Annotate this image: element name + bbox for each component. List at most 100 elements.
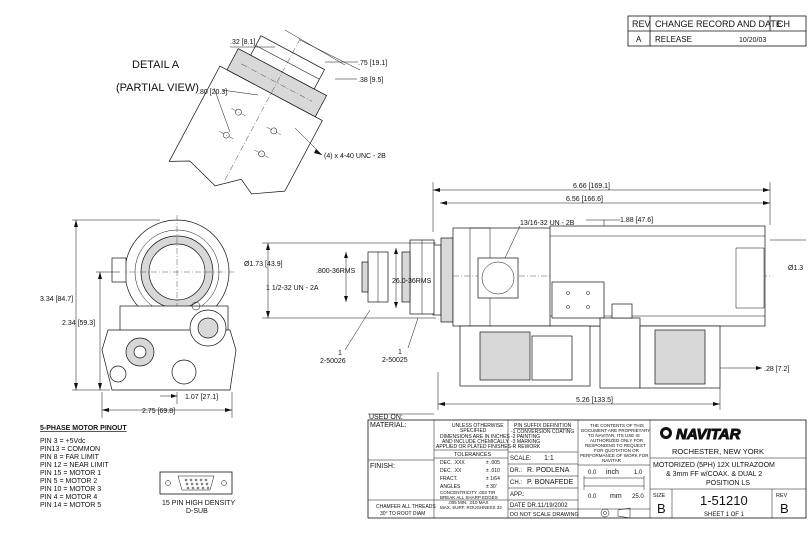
- dr-value: R. PODLENA: [527, 467, 570, 474]
- pin-line-2: PIN 8 = FAR LIMIT: [40, 454, 100, 461]
- chamfer-line-2: 30° TO ROOT DIAM: [380, 511, 425, 517]
- dim-234: 2.34 [59.3]: [62, 320, 95, 327]
- connector-label-1: 15 PIN HIGH DENSITY: [162, 500, 235, 507]
- dim-28: .28 [7.2]: [764, 366, 789, 373]
- dim-overall: 6.66 [169.1]: [573, 183, 610, 190]
- pin-line-3: PIN 12 = NEAR LIMIT: [40, 462, 109, 469]
- detail-thread-callout: (4) x 4-40 UNC - 2B: [324, 153, 386, 160]
- part-title-1: MOTORIZED (5PH) 12X ULTRAZOOM: [653, 462, 775, 469]
- note-line-0: UNLESS OTHERWISE: [452, 423, 504, 429]
- dsub-connector-icon: [159, 471, 233, 495]
- dim-107: 1.07 [27.1]: [185, 394, 218, 401]
- prop-line-6: PERFORMANCE OF WORK FOR: [580, 453, 649, 458]
- pin-line-8: PIN 14 = MOTOR 5: [40, 502, 101, 509]
- scale-label: SCALE:: [510, 456, 532, 462]
- rev-row-rev: A: [636, 35, 642, 44]
- tol-val-2: ± 1/64: [486, 476, 500, 482]
- suffix-line-0: PIN SUFFIX DEFINITION: [514, 423, 572, 429]
- size-label: SIZE: [653, 493, 666, 499]
- tol-val-1: ± .010: [486, 468, 500, 474]
- part-a-number: 2-50026: [320, 358, 346, 365]
- pin-line-7: PIN 4 = MOTOR 4: [40, 494, 97, 501]
- conc-line-0: CONCENTRICITY .003 TIR: [440, 490, 496, 495]
- conc-line-1: BREAK ALL SHARP EDGES: [440, 495, 498, 500]
- part-a-qty: 1: [338, 350, 342, 357]
- prop-line-7: NAVITAR: [602, 458, 622, 463]
- material-label: MATERIAL:: [370, 422, 406, 429]
- chamfer-line-1: CHAMFER ALL THREADS: [376, 504, 436, 510]
- change-header: CHANGE RECORD AND DATE: [655, 19, 782, 29]
- dim-275: 2.75 [69.8]: [142, 408, 175, 415]
- app-label: APP.:: [510, 492, 525, 498]
- detail-dim-38: .38 [9.5]: [358, 77, 383, 84]
- dim-188: 1.88 [47.6]: [620, 217, 653, 224]
- mm-scale-end: 25.0: [632, 494, 644, 500]
- note-line-2: DIMENSIONS ARE IN INCHES: [440, 434, 510, 440]
- pin-line-6: PIN 10 = MOTOR 3: [40, 486, 101, 493]
- tolerances-label: TOLERANCES: [454, 452, 492, 458]
- note-line-3: AND INCLUDE CHEMICALLY: [442, 439, 510, 445]
- mm-scale-unit: mm: [610, 493, 622, 500]
- navitar-logo: NAVITAR: [660, 426, 741, 444]
- suffix-line-3: -3 MARKING: [511, 439, 540, 445]
- pin-line-1: PIN13 = COMMON: [40, 446, 100, 453]
- third-angle-projection-icon: [600, 507, 631, 519]
- dia-173: Ø1.73 [43.9]: [244, 261, 283, 268]
- prop-line-2: TO NAVITAR, ITS USE IS: [588, 433, 640, 438]
- location: ROCHESTER, NEW YORK: [672, 447, 764, 456]
- pinout-section: 5-PHASE MOTOR PINOUT PIN 3 = +5Vdc PIN13…: [40, 425, 235, 515]
- front-view: 3.34 [84.7] 2.34 [59.3] 1.07 [27.1] 2.75…: [40, 215, 237, 418]
- side-view: 6.66 [169.1] 6.56 [166.6]: [432, 182, 806, 410]
- finish-label: FINISH:: [370, 463, 395, 470]
- rev-value: B: [780, 501, 789, 516]
- note-line-4: APPLIED OR PLATED FINISHES: [436, 444, 512, 450]
- ch-header: CH: [777, 19, 790, 29]
- drawing-number: 1-51210: [700, 493, 748, 508]
- detail-dim-75: .75 [19.1]: [358, 60, 387, 67]
- rev-label: REV: [776, 493, 788, 499]
- part-title-3: POSITION LS: [706, 480, 750, 487]
- rev-row-date: 10/20/03: [739, 37, 766, 44]
- note-line-1: SPECIFIED: [460, 428, 487, 434]
- sheet-number: SHEET 1 OF 1: [704, 512, 745, 518]
- dim-length-2: 6.56 [166.6]: [566, 196, 603, 203]
- pin-line-4: PIN 15 = MOTOR 1: [40, 470, 101, 477]
- detail-dim-80: .80 [20.3]: [198, 89, 227, 96]
- prop-line-5: FOR QUOTATION OR: [594, 448, 640, 453]
- date-value: 11/19/2002: [538, 503, 568, 509]
- tol-key-0: DEC. .XXX: [440, 460, 465, 466]
- thread-1316-callout: 13/16-32 UN - 2B: [520, 220, 575, 227]
- rev-row-change: RELEASE: [655, 35, 692, 44]
- title-block: USED ON: MATERIAL: FINISH: CHAMFER ALL T…: [367, 413, 807, 519]
- prop-line-4: RESPONDING TO REQUEST: [585, 443, 646, 448]
- inch-scale-unit: inch: [606, 469, 619, 476]
- suffix-line-4: -R REWORK: [511, 444, 541, 450]
- dia-cut-label: Ø1.3: [788, 265, 803, 272]
- inch-scale-end: 1.0: [634, 470, 643, 476]
- logo-text: NAVITAR: [676, 426, 741, 443]
- rms-260: 26.0-36RMS: [392, 278, 432, 285]
- mm-scale-start: 0.0: [588, 494, 597, 500]
- conc-line-2: .005 MIN. .010 MAX: [448, 500, 489, 505]
- date-label: DATE DR.:: [510, 503, 540, 509]
- part-b-number: 2-50025: [382, 357, 408, 364]
- suffix-line-2: -2 PAINTING: [511, 434, 540, 440]
- tol-key-2: FRACT.: [440, 476, 458, 482]
- rms-800: .800-36RMS: [316, 268, 356, 275]
- revision-block: REV CHANGE RECORD AND DATE CH A RELEASE …: [627, 15, 807, 47]
- dim-334: 3.34 [84.7]: [40, 296, 73, 303]
- pinout-title: 5-PHASE MOTOR PINOUT: [40, 425, 127, 432]
- thread-112: 1 1/2-32 UN - 2A: [266, 285, 319, 292]
- tol-val-3: ± 30': [486, 484, 497, 490]
- adapter-parts: Ø1.73 [43.9] 1 1/2-32 UN - 2A .800-36RMS…: [244, 239, 436, 365]
- pin-line-5: PIN 5 = MOTOR 2: [40, 478, 97, 485]
- prop-line-0: THE CONTENTS OF THIS: [590, 423, 644, 428]
- used-on-label: USED ON:: [369, 414, 403, 421]
- part-title-2: & 3mm FF w/COAX. & DUAL 2: [666, 471, 762, 478]
- prop-line-1: DOCUMENT ARE PROPRIETARY: [581, 428, 650, 433]
- dim-526: 5.26 [133.5]: [576, 397, 613, 404]
- inch-scale-start: 0.0: [588, 470, 597, 476]
- do-not-scale: DO NOT SCALE DRAWING: [510, 512, 579, 518]
- detail-a-view: DETAIL A (PARTIAL VIEW) .32: [116, 29, 387, 195]
- size-value: B: [657, 501, 666, 516]
